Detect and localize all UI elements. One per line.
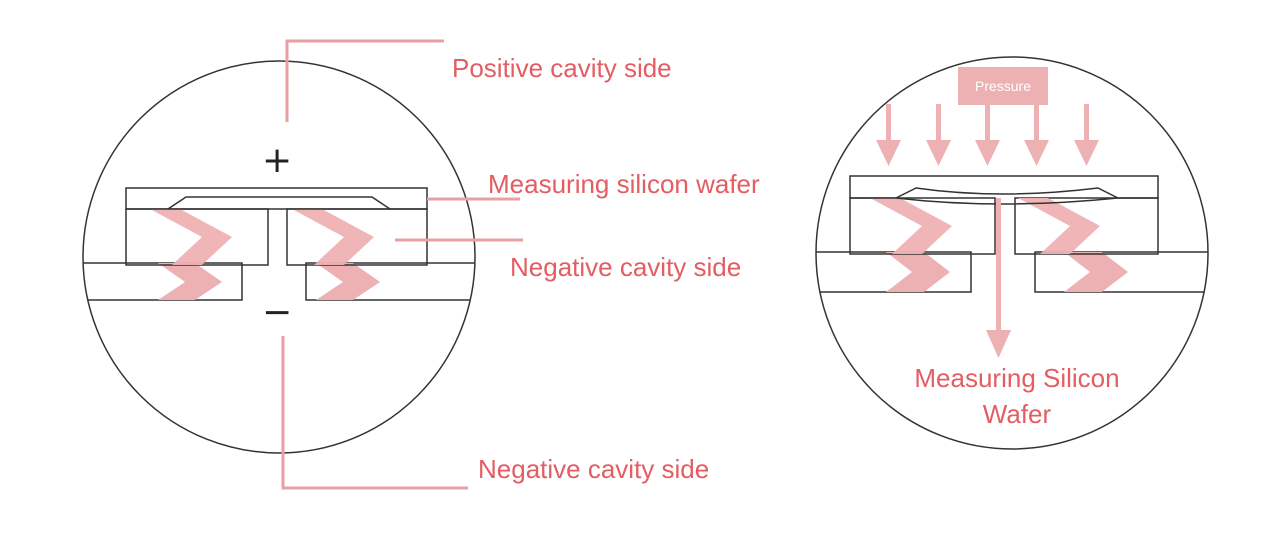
- pressure-label: Pressure: [975, 78, 1031, 94]
- label-negative-cavity-bottom: Negative cavity side: [478, 454, 709, 484]
- label-measuring-silicon-wafer-line1: Measuring Silicon: [914, 363, 1119, 393]
- leader-negative-cavity-bottom: [281, 336, 468, 490]
- right-sensor-circle: [815, 56, 1209, 450]
- pressure-arrow-3: [975, 104, 1000, 166]
- right-glass-block-left: [849, 197, 996, 255]
- right-glass-highlight-left: [870, 198, 952, 254]
- pressure-arrow-1: [876, 104, 901, 166]
- pressure-box: [958, 67, 1048, 105]
- measuring-arrow: [986, 198, 1011, 358]
- left-base-plate-right: [305, 262, 475, 301]
- right-silicon-wafer: [849, 175, 1159, 199]
- label-measuring-silicon-wafer-line2: Wafer: [983, 399, 1052, 429]
- left-base-highlight-left: [158, 263, 222, 300]
- left-negative-sign: −: [262, 292, 292, 333]
- right-base-highlight-left: [886, 252, 950, 292]
- left-positive-sign: +: [262, 140, 292, 181]
- leader-positive-cavity: [285, 39, 444, 122]
- label-positive-cavity: Positive cavity side: [452, 53, 672, 83]
- right-glass-highlight-right: [1018, 198, 1100, 254]
- right-sensor-cross-section: [815, 56, 1209, 450]
- left-sensor-cross-section: + −: [82, 60, 476, 454]
- left-base-highlight-right: [316, 263, 380, 300]
- label-measuring-wafer: Measuring silicon wafer: [488, 169, 760, 199]
- pressure-arrow-5: [1074, 104, 1099, 166]
- right-glass-block-right: [1014, 197, 1159, 255]
- right-base-highlight-right: [1064, 252, 1128, 292]
- left-glass-highlight-right: [292, 209, 374, 265]
- pressure-arrow-4: [1024, 104, 1049, 166]
- left-silicon-wafer: [125, 187, 428, 210]
- right-base-plate-right: [1034, 251, 1208, 293]
- left-glass-highlight-left: [150, 209, 232, 265]
- pressure-arrows: [876, 104, 1099, 358]
- pressure-arrow-2: [926, 104, 951, 166]
- label-negative-cavity-mid: Negative cavity side: [510, 252, 741, 282]
- left-sensor-circle: [82, 60, 476, 454]
